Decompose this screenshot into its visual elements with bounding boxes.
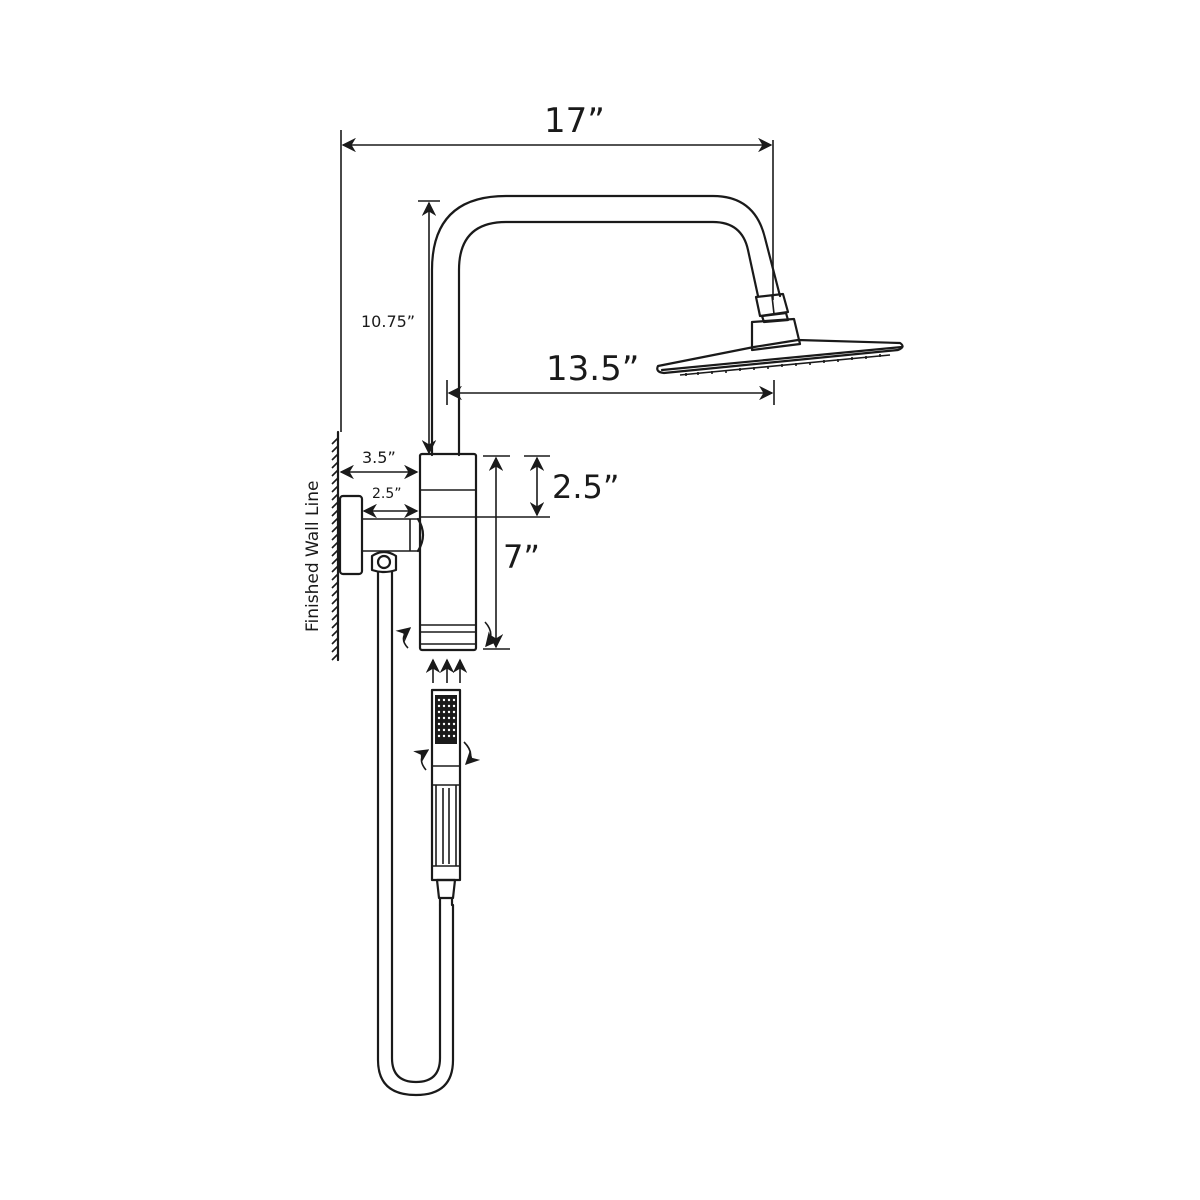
holder-depth-label: 2.5”: [372, 486, 402, 502]
finished-wall-line: Finished Wall Line: [303, 430, 340, 662]
insertion-arrows: [425, 658, 468, 683]
arm-height-label: 10.75”: [361, 312, 415, 331]
overall-width-dimension: 17”: [340, 101, 774, 432]
rain-shower-head: [656, 317, 904, 376]
wall-to-body-label: 3.5”: [362, 448, 396, 467]
arm-reach-label: 13.5”: [546, 349, 639, 389]
handheld-shower: [413, 688, 481, 907]
shower-arm: [430, 194, 790, 457]
wall-line-label: Finished Wall Line: [303, 481, 323, 632]
overall-width-label: 17”: [544, 101, 605, 141]
body-height-label: 7”: [503, 538, 540, 576]
arm-reach-dimension: 13.5”: [446, 349, 775, 405]
shower-hose: [376, 570, 455, 1097]
top-to-outlet-label: 2.5”: [552, 468, 619, 506]
hand-shower-holder: [338, 494, 425, 576]
arm-height-dimension: 10.75”: [361, 200, 440, 455]
holder-depth-dimension: 2.5”: [362, 486, 419, 519]
top-to-outlet-dimension: 2.5”: [420, 455, 619, 518]
body-height-dimension: 7”: [483, 455, 540, 650]
diverter-body: [395, 452, 500, 652]
wall-to-body-dimension: 3.5”: [339, 448, 419, 480]
